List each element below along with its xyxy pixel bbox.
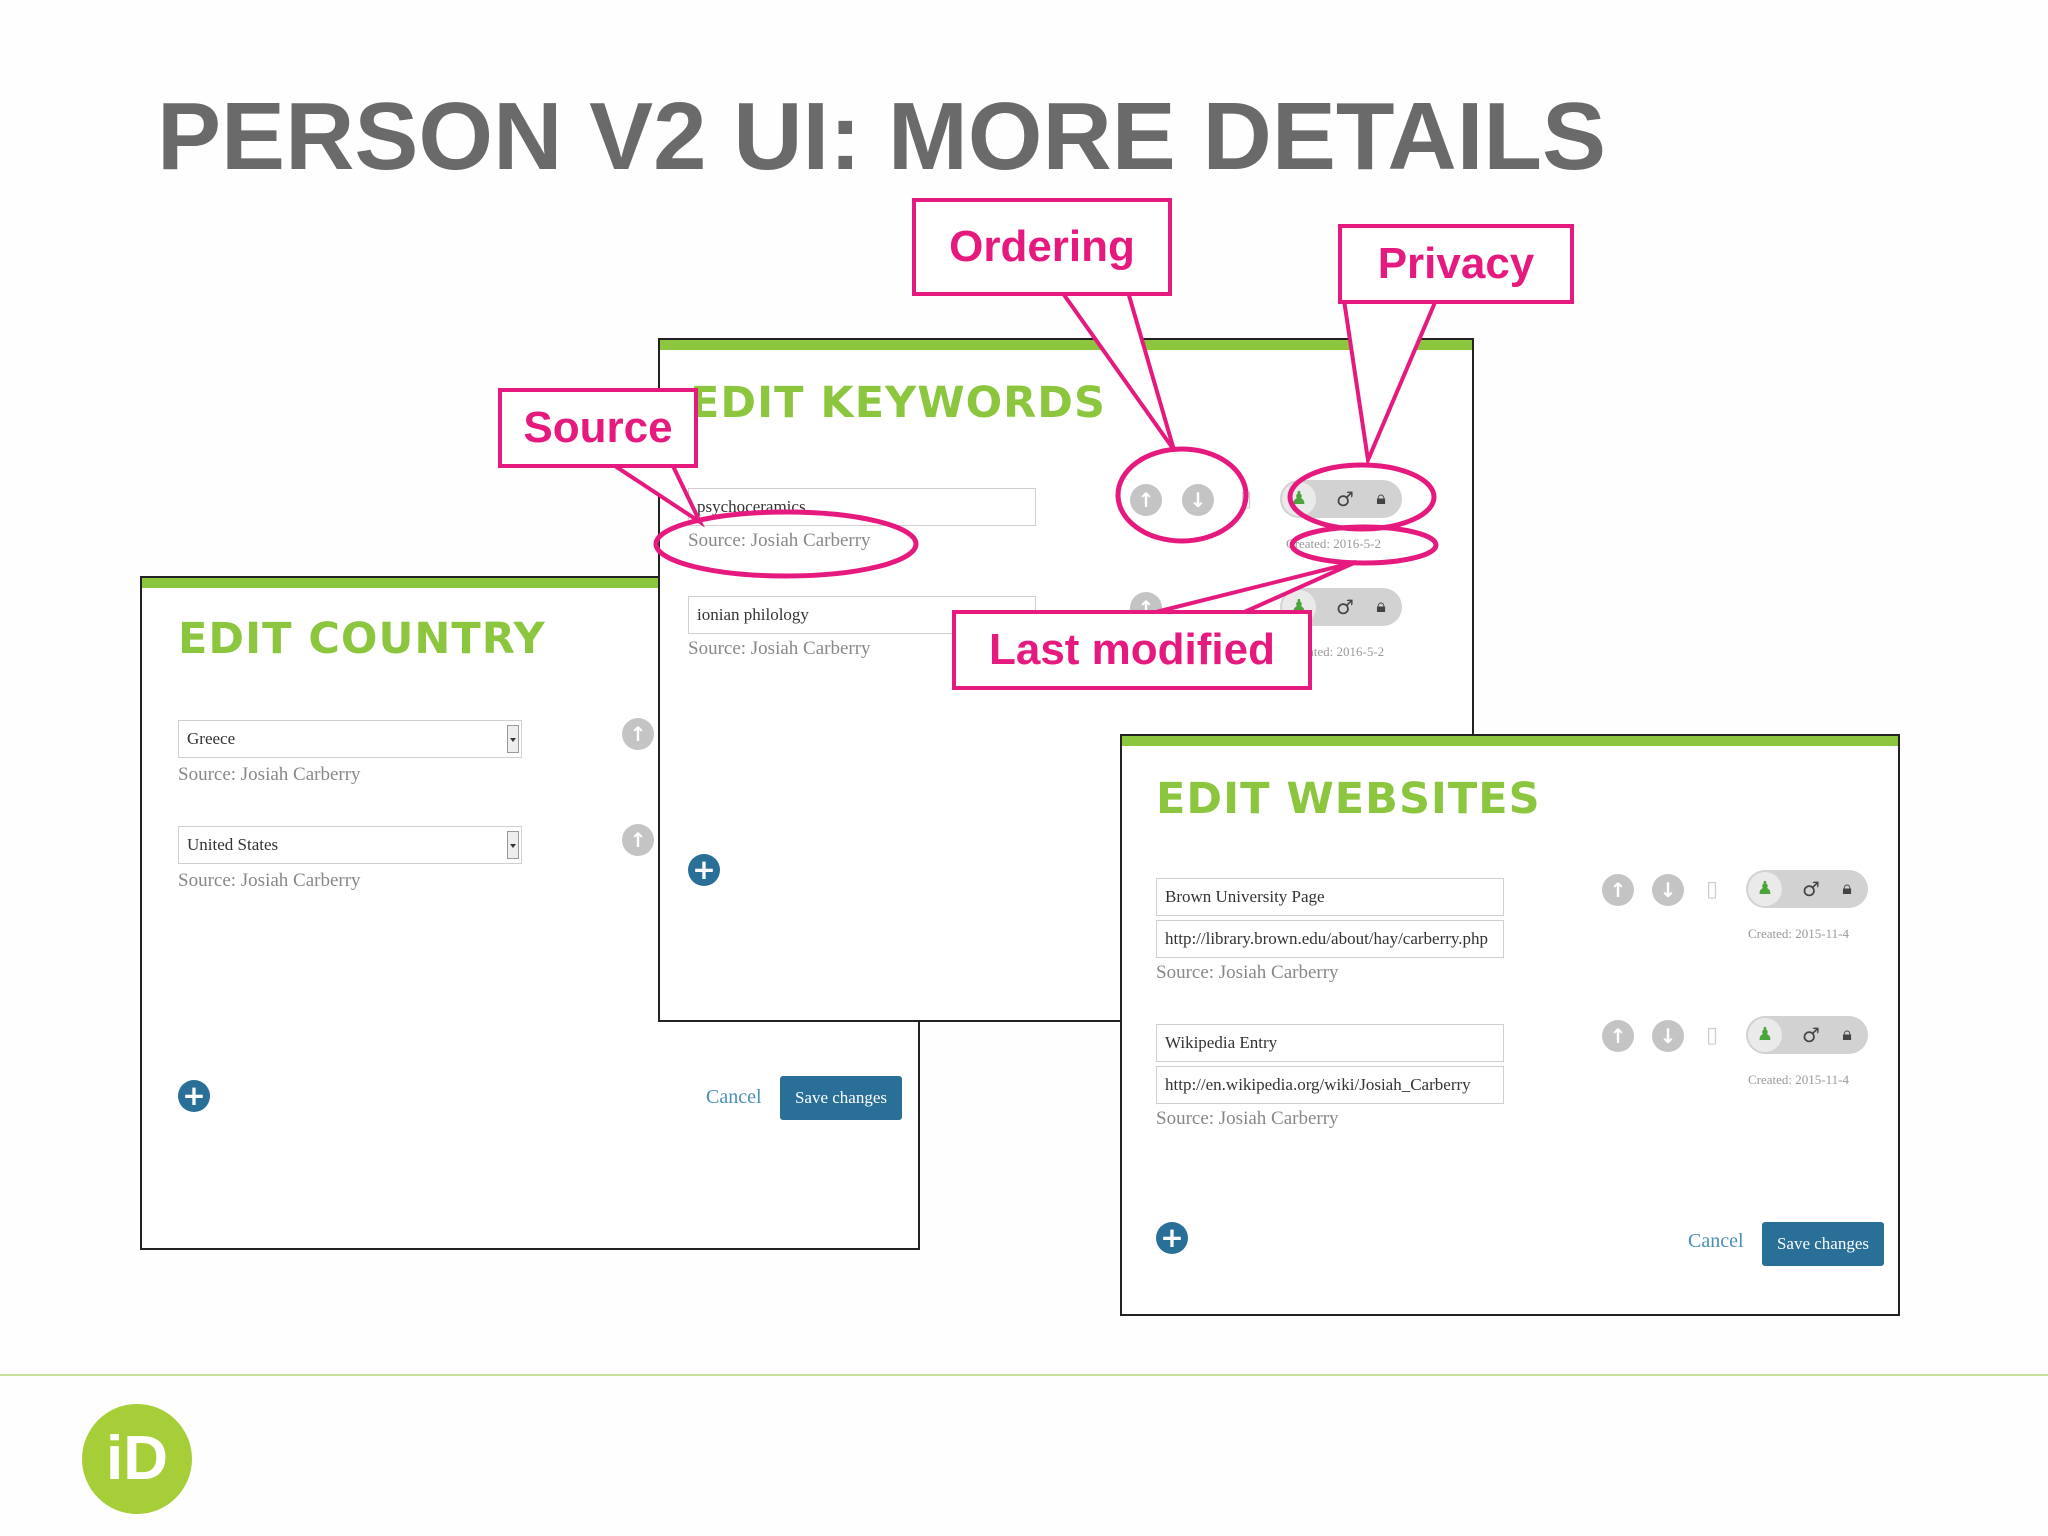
chevron-down-icon (507, 725, 519, 753)
arrow-up-circle-icon[interactable]: ↑ (622, 718, 654, 750)
cancel-button[interactable]: Cancel (706, 1086, 762, 1108)
source-label: Source: Josiah Carberry (688, 638, 871, 659)
everyone-icon[interactable]: ♟ (1748, 872, 1782, 906)
website-name-input[interactable]: Brown University Page (1156, 878, 1504, 916)
orcid-logo: iD (82, 1404, 192, 1514)
arrow-up-circle-icon[interactable]: ↑ (1130, 484, 1162, 516)
website-url-input[interactable]: http://library.brown.edu/about/hay/carbe… (1156, 920, 1504, 958)
trusted-icon[interactable]: ♂ (1336, 487, 1354, 511)
chevron-down-icon (507, 831, 519, 859)
panel-title: EDIT COUNTRY (178, 614, 546, 664)
arrow-down-circle-icon[interactable]: ↓ (1652, 874, 1684, 906)
trash-icon[interactable]: ▯ (1706, 1023, 1719, 1048)
trash-icon[interactable]: ▯ (1706, 877, 1719, 902)
select-value: Greece (187, 729, 236, 748)
panel-title: EDIT WEBSITES (1156, 774, 1541, 824)
slide-title: PERSON V2 UI: MORE DETAILS (157, 83, 1607, 190)
trusted-icon[interactable]: ♂ (1802, 1023, 1820, 1047)
footer-divider (0, 1374, 2048, 1376)
cancel-button[interactable]: Cancel (1688, 1230, 1744, 1252)
input-value: psychoceramics (697, 497, 806, 516)
website-name-input[interactable]: Wikipedia Entry (1156, 1024, 1504, 1062)
privacy-toggle[interactable]: ♟ ♂ 🔒︎ (1746, 1016, 1868, 1054)
input-value: http://en.wikipedia.org/wiki/Josiah_Carb… (1165, 1075, 1471, 1094)
input-value: Brown University Page (1165, 887, 1325, 906)
everyone-icon[interactable]: ♟ (1282, 482, 1316, 516)
lock-icon[interactable]: 🔒︎ (1842, 1024, 1852, 1045)
lock-icon[interactable]: 🔒︎ (1842, 878, 1852, 899)
input-value: ionian philology (697, 605, 809, 624)
trusted-icon[interactable]: ♂ (1336, 595, 1354, 619)
source-label: Source: Josiah Carberry (1156, 1108, 1339, 1129)
source-label: Source: Josiah Carberry (1156, 962, 1339, 983)
website-url-input[interactable]: http://en.wikipedia.org/wiki/Josiah_Carb… (1156, 1066, 1504, 1104)
lock-icon[interactable]: 🔒︎ (1376, 488, 1386, 509)
source-callout: Source (498, 388, 698, 468)
source-label: Source: Josiah Carberry (688, 530, 871, 551)
last-modified-callout: Last modified (952, 610, 1312, 690)
arrow-up-circle-icon[interactable]: ↑ (1602, 1020, 1634, 1052)
privacy-toggle[interactable]: ♟ ♂ 🔒︎ (1280, 480, 1402, 518)
ordering-callout: Ordering (912, 198, 1172, 296)
input-value: http://library.brown.edu/about/hay/carbe… (1165, 929, 1489, 948)
privacy-toggle[interactable]: ♟ ♂ 🔒︎ (1746, 870, 1868, 908)
panel-title: EDIT KEYWORDS (690, 378, 1106, 428)
privacy-callout: Privacy (1338, 224, 1574, 304)
created-date: Created: 2015-11-4 (1748, 1072, 1849, 1087)
plus-circle-icon[interactable]: + (1156, 1222, 1188, 1254)
edit-websites-panel: EDIT WEBSITES Brown University Page http… (1120, 734, 1900, 1316)
trusted-icon[interactable]: ♂ (1802, 877, 1820, 901)
plus-circle-icon[interactable]: + (178, 1080, 210, 1112)
input-value: Wikipedia Entry (1165, 1033, 1278, 1052)
created-date: Created: 2016-5-2 (1286, 536, 1381, 551)
created-date: Created: 2015-11-4 (1748, 926, 1849, 941)
keyword-input[interactable]: psychoceramics (688, 488, 1036, 526)
plus-circle-icon[interactable]: + (688, 854, 720, 886)
trash-icon[interactable]: ▯ (1240, 487, 1253, 512)
country-select[interactable]: Greece (178, 720, 522, 758)
created-date: ated: 2016-5-2 (1308, 644, 1385, 659)
arrow-down-circle-icon[interactable]: ↓ (1652, 1020, 1684, 1052)
select-value: United States (187, 835, 279, 854)
save-button[interactable]: Save changes (1762, 1222, 1884, 1266)
country-select[interactable]: United States (178, 826, 522, 864)
save-button[interactable]: Save changes (780, 1076, 902, 1120)
callout-label: Privacy (1377, 239, 1535, 288)
source-label: Source: Josiah Carberry (178, 764, 361, 785)
lock-icon[interactable]: 🔒︎ (1376, 596, 1386, 617)
callout-label: Source (523, 403, 673, 452)
arrow-down-circle-icon[interactable]: ↓ (1182, 484, 1214, 516)
everyone-icon[interactable]: ♟ (1748, 1018, 1782, 1052)
arrow-up-circle-icon[interactable]: ↑ (622, 824, 654, 856)
source-label: Source: Josiah Carberry (178, 870, 361, 891)
callout-label: Ordering (949, 222, 1135, 271)
arrow-up-circle-icon[interactable]: ↑ (1602, 874, 1634, 906)
callout-label: Last modified (988, 625, 1276, 674)
